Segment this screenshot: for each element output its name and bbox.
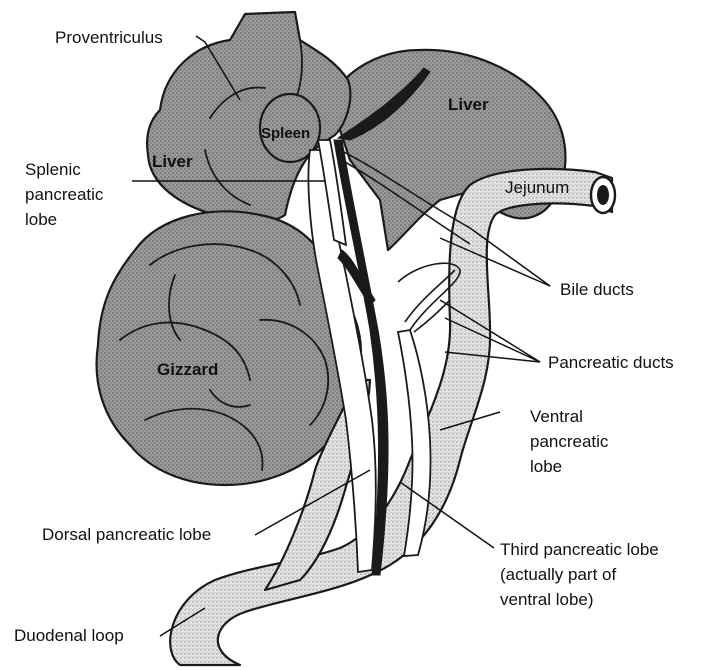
label-third-lobe-2: (actually part of	[500, 565, 616, 584]
label-spleen: Spleen	[261, 125, 310, 142]
label-bile-ducts: Bile ducts	[560, 280, 634, 299]
label-splenic-lobe-2: pancreatic	[25, 185, 104, 204]
label-splenic-lobe-3: lobe	[25, 210, 57, 229]
label-ventral-1: Ventral	[530, 407, 583, 426]
label-third-lobe-1: Third pancreatic lobe	[500, 540, 659, 559]
pancreatic-duct	[405, 270, 455, 322]
label-jejunum: Jejunum	[505, 178, 569, 197]
label-ventral-2: pancreatic	[530, 432, 609, 451]
label-ventral-3: lobe	[530, 457, 562, 476]
label-gizzard: Gizzard	[157, 360, 218, 379]
label-third-lobe-3: ventral lobe)	[500, 590, 594, 609]
liver-right-lobe	[330, 50, 565, 250]
label-splenic-lobe-1: Splenic	[25, 160, 81, 179]
label-liver-left: Liver	[152, 152, 193, 171]
label-pancreatic-ducts: Pancreatic ducts	[548, 353, 674, 372]
jejunum-lumen	[597, 185, 609, 205]
label-liver-right: Liver	[448, 95, 489, 114]
label-duodenal-loop: Duodenal loop	[14, 626, 124, 645]
label-proventriculus: Proventriculus	[55, 28, 163, 47]
label-dorsal-lobe: Dorsal pancreatic lobe	[42, 525, 211, 544]
